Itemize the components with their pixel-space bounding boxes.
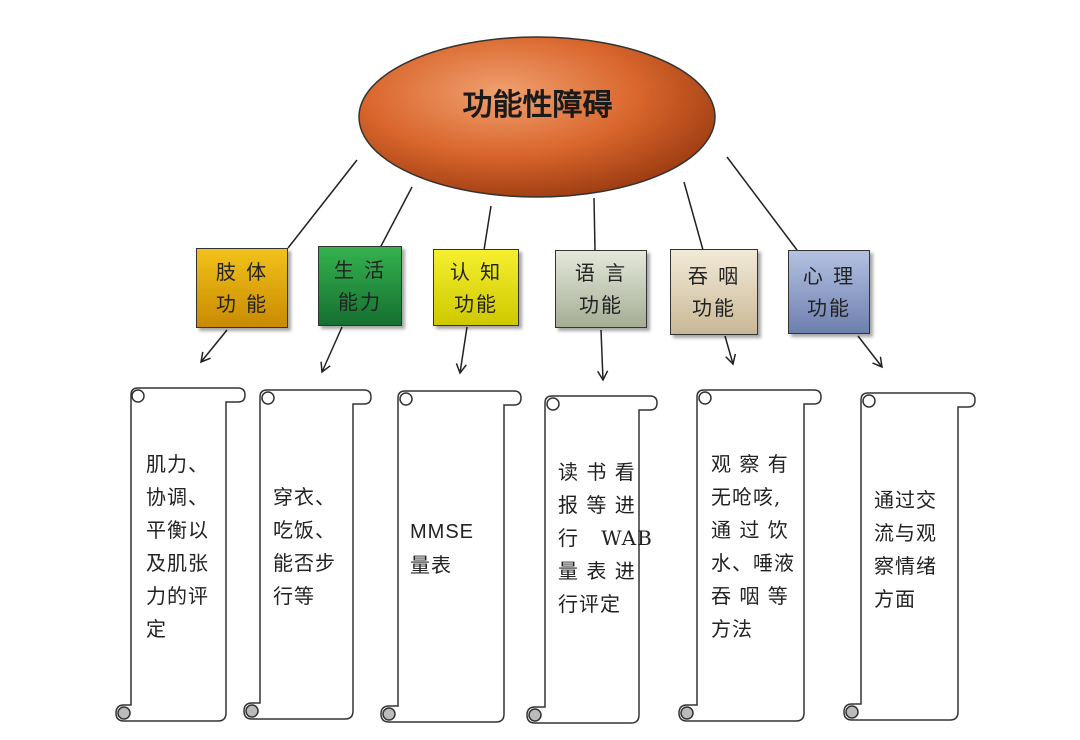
detail-line: MMSE — [410, 521, 474, 543]
detail-text-daily-living: 穿衣、 吃饭、 能否步 行等 — [273, 481, 336, 613]
arrow — [320, 326, 343, 374]
detail-text-cognitive: MMSE 量表 — [410, 516, 474, 582]
arrow — [597, 329, 609, 382]
connector-line — [287, 159, 358, 249]
detail-line: 吞 咽 等 — [711, 584, 789, 608]
detail-line: 平衡以 — [146, 518, 209, 542]
detail-line: 及肌张 — [146, 551, 209, 575]
detail-text-swallowing: 观 察 有 无呛咳, 通 过 饮 水、唾液 吞 咽 等 方法 — [711, 448, 795, 646]
arrow — [455, 326, 468, 375]
detail-line: 力的评 — [146, 584, 209, 608]
category-label-line1: 肢 体 — [215, 260, 269, 284]
category-label-line1: 心 理 — [802, 264, 856, 288]
category-cognitive: 认 知 功能 — [433, 249, 519, 326]
detail-line: 定 — [146, 617, 167, 641]
connector-line — [379, 186, 413, 249]
detail-line: 方法 — [711, 617, 753, 641]
scroll-shape — [115, 387, 246, 722]
detail-line: 能否步 — [273, 551, 336, 575]
detail-line: 行评定 — [558, 592, 621, 616]
category-label-line2: 能力 — [338, 290, 382, 314]
detail-line: 肌力、 — [146, 452, 209, 476]
detail-line: 无呛咳, — [711, 485, 782, 509]
category-arrows — [200, 326, 883, 382]
category-label-line2: 功能 — [579, 293, 623, 317]
scroll-shape — [526, 395, 658, 724]
scroll-shape — [843, 392, 976, 721]
detail-line: 水、唾液 — [711, 551, 795, 575]
detail-line: 方面 — [874, 587, 916, 611]
detail-line: 吃饭、 — [273, 518, 336, 542]
detail-scrolls — [115, 387, 976, 724]
detail-line: 观 察 有 — [711, 452, 789, 476]
detail-line: 量表 — [410, 553, 452, 577]
category-label-line1: 生 活 — [333, 258, 387, 282]
category-label-line2: 功能 — [692, 296, 736, 320]
category-label-line2: 功 能 — [215, 292, 269, 316]
arrow — [857, 335, 883, 369]
detail-line: 通 过 饮 — [711, 518, 789, 542]
detail-text-limb: 肌力、 协调、 平衡以 及肌张 力的评 定 — [146, 448, 209, 646]
scroll-shape — [678, 389, 822, 722]
detail-line: 协调、 — [146, 485, 209, 509]
category-label-line1: 认 知 — [449, 259, 503, 284]
detail-line: 行等 — [273, 584, 315, 608]
detail-line: 通过交 — [874, 488, 937, 512]
root-title: 功能性障碍 — [462, 88, 613, 123]
detail-line: 量 表 进 — [558, 559, 636, 583]
category-limb-function: 肢 体 功 能 — [196, 248, 288, 328]
category-psychological: 心 理 功能 — [788, 250, 870, 334]
arrow — [724, 335, 737, 366]
connector-line — [483, 205, 492, 251]
category-daily-living: 生 活 能力 — [318, 246, 402, 326]
scroll-shape — [380, 390, 522, 723]
detail-line: 读 书 看 — [558, 460, 636, 484]
detail-line: 察情绪 — [874, 554, 937, 578]
category-label-line1: 吞 咽 — [687, 264, 741, 288]
detail-line: 行 WAB — [558, 526, 653, 550]
category-swallowing: 吞 咽 功能 — [670, 249, 758, 335]
category-language: 语 言 功能 — [555, 250, 647, 328]
root-connectors — [287, 156, 798, 251]
detail-text-language: 读 书 看 报 等 进 行 WAB 量 表 进 行评定 — [558, 456, 653, 621]
connector-line — [726, 156, 798, 251]
detail-text-psychological: 通过交 流与观 察情绪 方面 — [874, 484, 937, 616]
root-ellipse — [358, 36, 716, 198]
scroll-shape — [243, 389, 372, 720]
detail-line: 穿衣、 — [273, 485, 336, 509]
category-label-line2: 功能 — [807, 296, 851, 320]
connector-line — [593, 197, 596, 251]
arrow — [200, 329, 228, 364]
detail-line: 报 等 进 — [558, 493, 636, 517]
detail-line: 流与观 — [874, 521, 937, 545]
category-label-line1: 语 言 — [574, 261, 628, 285]
category-label-line2: 功能 — [454, 291, 498, 316]
connector-line — [683, 181, 704, 251]
